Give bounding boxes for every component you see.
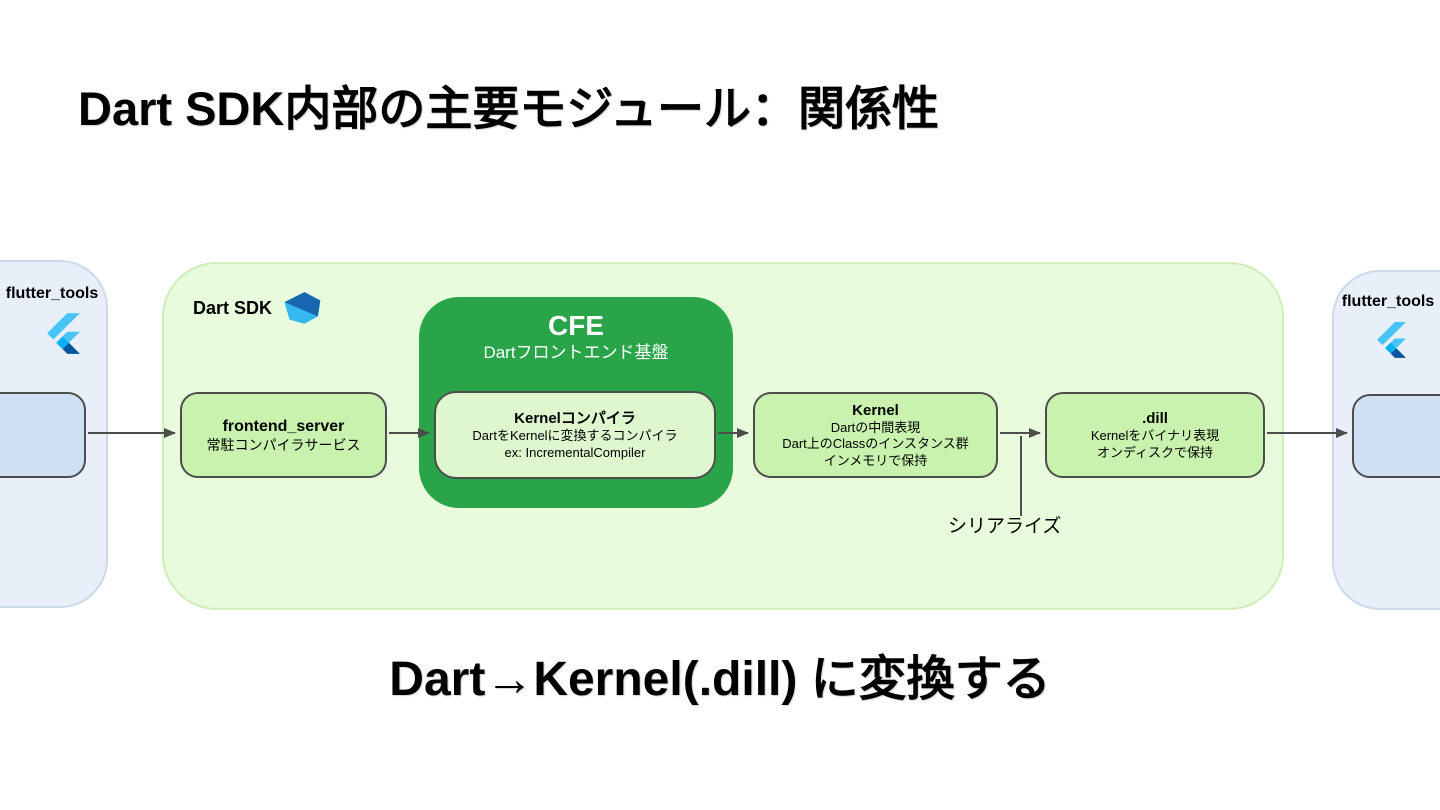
flutter-logo-icon <box>47 313 80 354</box>
caption: Dart→Kernel(.dill) に変換する <box>389 653 1051 706</box>
kernel-compiler-desc1: DartをKernelに変換するコンパイラ <box>472 428 678 443</box>
serialize-label: シリアライズ <box>948 516 1062 537</box>
kernel-title: Kernel <box>852 401 899 419</box>
dill-desc1: Kernelをバイナリ表現 <box>1090 428 1220 443</box>
dart-sdk-label: Dart SDK <box>193 297 273 318</box>
flutter-tools-right-box <box>1352 394 1440 478</box>
dill-title: .dill <box>1142 410 1168 427</box>
flutter-tools-right-label: flutter_tools <box>1341 293 1435 310</box>
kernel-desc2: Dart上のClassのインスタンス群 <box>782 436 969 452</box>
dart-logo-icon <box>282 291 322 325</box>
dill-desc2: オンディスクで保持 <box>1096 444 1214 460</box>
cfe-subtitle: Dartフロントエンド基盤 <box>483 343 669 362</box>
cfe-title: CFE <box>548 310 604 341</box>
flutter-tools-left-label: flutter_tools <box>5 285 99 302</box>
kernel-compiler-desc2: ex: IncrementalCompiler <box>504 444 646 460</box>
kernel-compiler-title: Kernelコンパイラ <box>514 410 636 427</box>
flutter-logo-icon <box>1377 322 1406 358</box>
dill-box: .dill Kernelをバイナリ表現 オンディスクで保持 <box>1045 392 1265 478</box>
kernel-compiler-box: Kernelコンパイラ DartをKernelに変換するコンパイラ ex: In… <box>434 391 716 479</box>
kernel-desc3: インメモリで保持 <box>823 452 928 468</box>
page-title: Dart SDK内部の主要モジュール：関係性 <box>78 82 940 135</box>
kernel-box: Kernel Dartの中間表現 Dart上のClassのインスタンス群 インメ… <box>753 392 998 478</box>
frontend-server-box: frontend_server 常駐コンパイラサービス <box>180 392 387 478</box>
frontend-server-subtitle: 常駐コンパイラサービス <box>206 436 361 453</box>
frontend-server-title: frontend_server <box>222 417 345 435</box>
kernel-desc1: Dartの中間表現 <box>830 419 921 435</box>
dart-sdk-header: Dart SDK <box>193 291 322 325</box>
flutter-tools-left-box <box>0 392 86 478</box>
